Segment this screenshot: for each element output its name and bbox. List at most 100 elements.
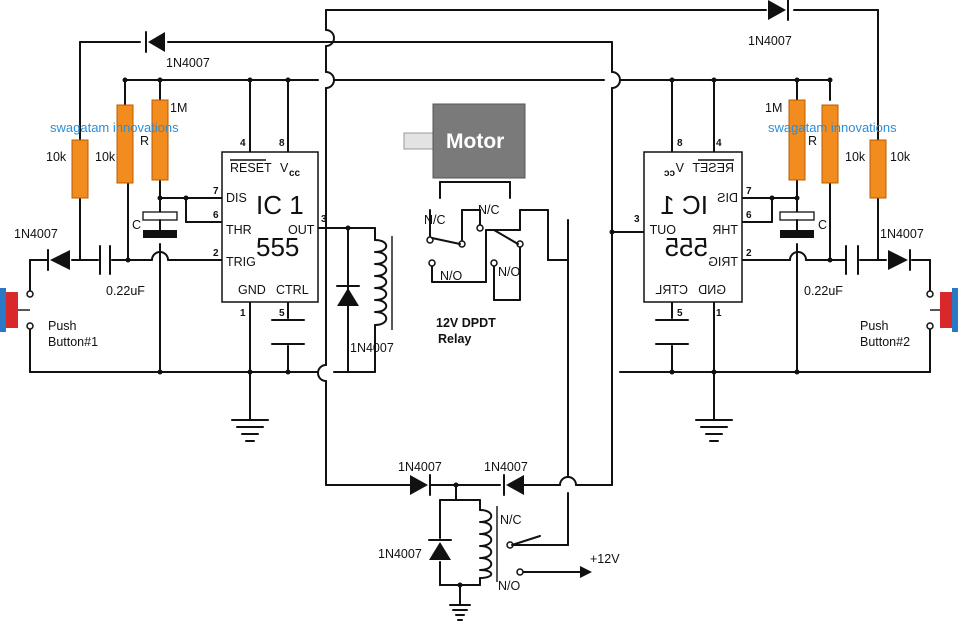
dpdt-title-line2: Relay: [438, 332, 471, 346]
ic-left-gnd: GND: [238, 283, 266, 297]
ic-left-pin2: 2: [213, 248, 219, 259]
ic-right-gnd: GND: [698, 283, 726, 297]
left-r3-label: 1M: [170, 101, 187, 115]
ic-left-pin3: 3: [321, 214, 327, 225]
left-r-label: R: [140, 134, 149, 148]
left-r2-label: 10k: [95, 150, 116, 164]
diode-bottom-right: [503, 474, 524, 496]
ic-left-vcc: V: [280, 161, 289, 175]
diode-input-right: [888, 249, 911, 271]
ic-left-pin1: 1: [240, 308, 246, 319]
diode-bottom-left: [410, 474, 431, 496]
left-r1-label: 10k: [46, 150, 67, 164]
push-button-2: [926, 288, 958, 332]
relay-coil-bottom: [479, 506, 498, 582]
ic-right-pins: 8 4 7 6 2 3 5 1: [634, 138, 752, 319]
supply-label: +12V: [590, 552, 620, 566]
right-resistors: [788, 99, 887, 199]
ground-icon-right: [695, 419, 733, 442]
ic-left-trig: TRIG: [226, 255, 256, 269]
ic-right-vcc: V: [675, 161, 684, 175]
motor-label: Motor: [446, 130, 504, 153]
diode-top-left: [145, 31, 165, 53]
ic-right-chip: 555: [665, 232, 708, 262]
right-r1-label: 10k: [890, 150, 911, 164]
ic-left-out: OUT: [288, 223, 315, 237]
left-resistors: [71, 99, 169, 199]
ic-left-pin5: 5: [279, 308, 285, 319]
resistor-right-1m: [788, 99, 806, 181]
diode-input-left: [47, 249, 70, 271]
right-timing-capacitor: [779, 211, 815, 238]
resistor-right-10k-b: [821, 104, 839, 184]
ground-icon-left: [231, 419, 269, 442]
dpdt-nc-left: N/C: [424, 213, 446, 227]
dpdt-title-line1: 12V DPDT: [436, 316, 496, 330]
right-ctrl-capacitor: [655, 319, 689, 345]
ic-right-trig: TRIG: [708, 255, 738, 269]
ic-right-pin8: 8: [677, 138, 683, 149]
ic-right-ctrl: CTRL: [655, 283, 688, 297]
push-button-1-line1: Push: [48, 319, 77, 333]
diode-top-left-label: 1N4007: [166, 56, 210, 70]
left-timing-capacitor: [142, 211, 178, 238]
ic-right-pin2: 2: [746, 248, 752, 259]
ic-left-name: IC 1: [256, 190, 304, 220]
ic-right-pin4: 4: [716, 138, 722, 149]
diode-relay-bottom: [428, 539, 452, 560]
right-r-label: R: [808, 134, 817, 148]
right-r2-label: 10k: [845, 150, 866, 164]
left-coupling-capacitor: [99, 245, 111, 275]
ic-right-pin5: 5: [677, 308, 683, 319]
ic-left-chip: 555: [256, 232, 299, 262]
junction-dots: [122, 77, 833, 588]
dpdt-no-right: N/O: [498, 265, 521, 279]
dpdt-contacts: [426, 224, 524, 267]
bottom-relay-nc: N/C: [500, 513, 522, 527]
ic-left-vcc-sub: cc: [289, 168, 301, 179]
resistor-left-1m: [151, 99, 169, 181]
resistor-left-10k-b: [116, 104, 134, 184]
resistor-left-10k-a: [71, 139, 89, 199]
watermark-left: swagatam innovations: [50, 120, 179, 135]
diode-bottom-left-label: 1N4007: [398, 460, 442, 474]
left-ctrl-capacitor: [271, 319, 305, 345]
watermark-right: swagatam innovations: [768, 120, 897, 135]
push-button-2-line2: Button#2: [860, 335, 910, 349]
dpdt-nc-right: N/C: [478, 203, 500, 217]
diode-relay-flyback-label: 1N4007: [350, 341, 394, 355]
ic-right-pin7: 7: [746, 186, 752, 197]
diode-input-right-label: 1N4007: [880, 227, 924, 241]
push-button-1-line2: Button#1: [48, 335, 98, 349]
ic-right-thr: THR: [712, 223, 738, 237]
left-cap-value: 0.22uF: [106, 284, 145, 298]
push-button-1: [0, 288, 34, 332]
ic-left-pin6: 6: [213, 210, 219, 221]
ic-left-ctrl: CTRL: [276, 283, 309, 297]
ic-left-pin8: 8: [279, 138, 285, 149]
ic-left-dis: DIS: [226, 191, 247, 205]
wiring: [29, 9, 931, 606]
right-r3-label: 1M: [765, 101, 782, 115]
ic-555-left: RESET V cc DIS THR TRIG OUT GND CTRL IC …: [221, 151, 319, 303]
ic-right-reset: RESET: [692, 161, 734, 175]
diode-bottom-right-label: 1N4007: [484, 460, 528, 474]
ic-left-pins: 4 8 7 6 2 3 1 5: [213, 138, 327, 319]
ground-icon-bottom: [449, 604, 471, 621]
left-c-label: C: [132, 218, 141, 232]
ic-left-pin4: 4: [240, 138, 246, 149]
right-c-label: C: [818, 218, 827, 232]
ic-right-out: OUT: [649, 223, 676, 237]
bottom-relay-no: N/O: [498, 579, 521, 593]
ic-right-name: IC 1: [660, 190, 708, 220]
motor: Motor: [403, 103, 526, 179]
supply-arrow-icon: [580, 566, 592, 578]
diode-input-left-label: 1N4007: [14, 227, 58, 241]
ic-left-pin7: 7: [213, 186, 219, 197]
push-button-2-line1: Push: [860, 319, 889, 333]
resistor-right-10k-a: [869, 139, 887, 199]
ic-right-pin1: 1: [716, 308, 722, 319]
right-coupling-capacitor: [845, 245, 859, 275]
right-cap-value: 0.22uF: [804, 284, 843, 298]
